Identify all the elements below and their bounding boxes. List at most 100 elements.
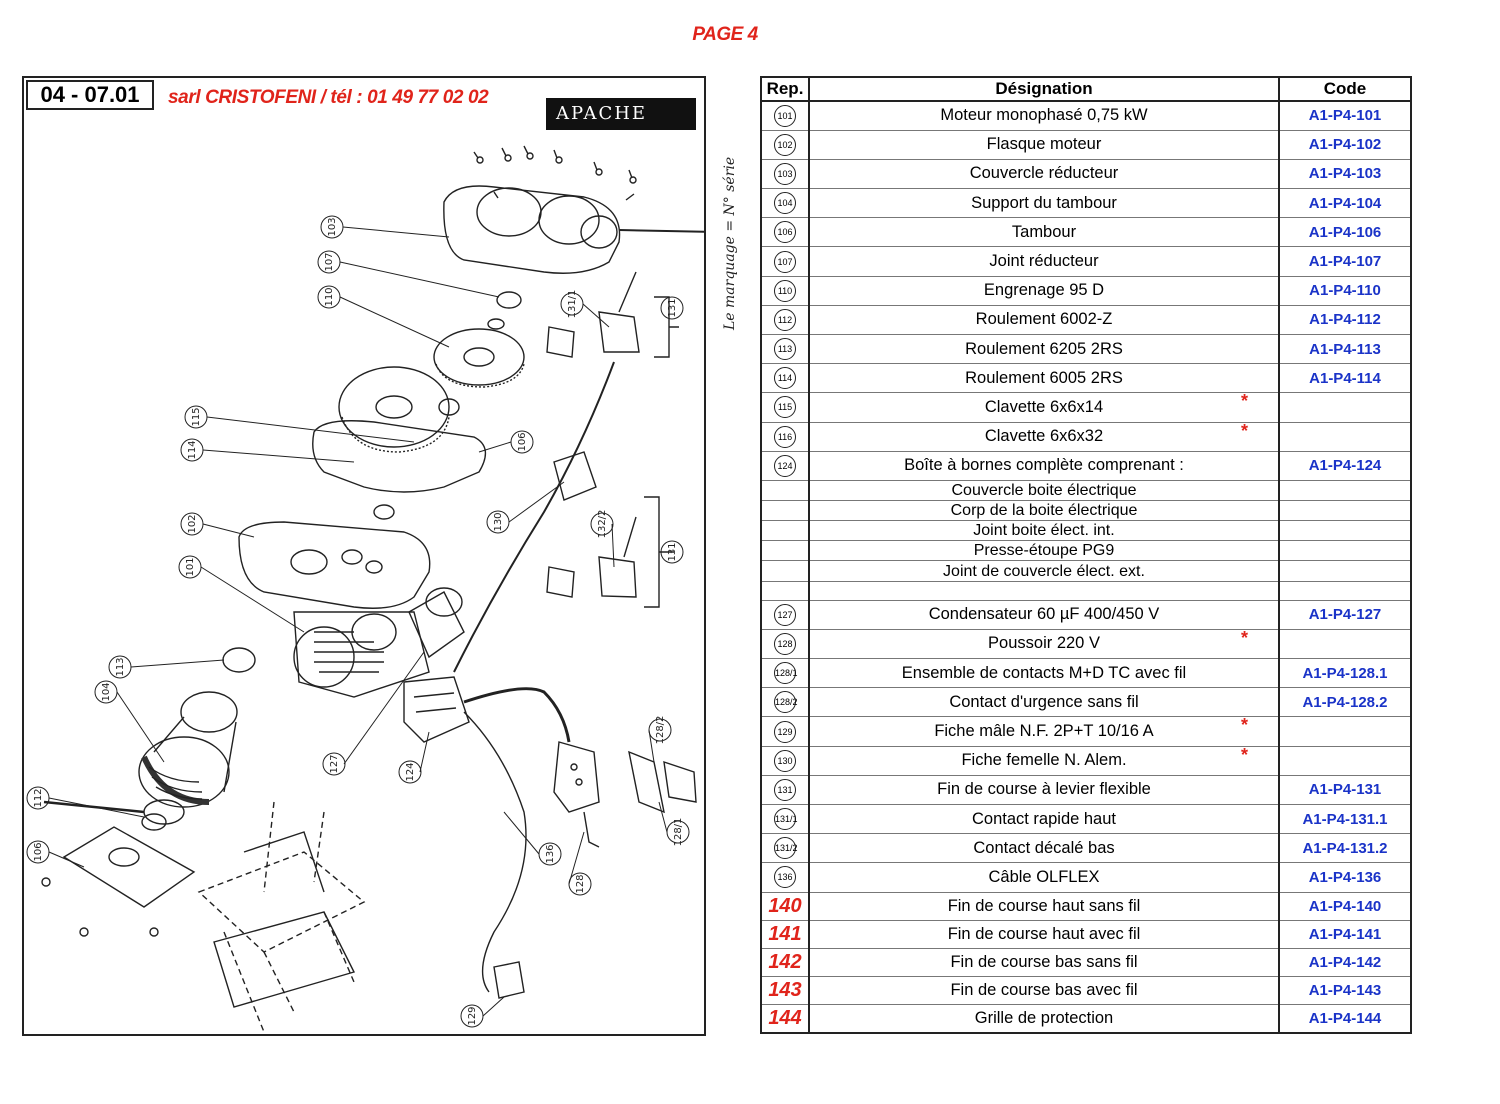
row-designation: Fin de course à levier flexible <box>809 775 1280 805</box>
row-rep: 127 <box>761 600 810 630</box>
row-designation <box>809 581 1280 601</box>
row-designation: Corp de la boite électrique <box>809 500 1280 521</box>
gear-110-drawing <box>433 328 525 388</box>
row-rep: 112 <box>761 305 810 335</box>
table-row: 114 Roulement 6005 2RS A1-P4-114 <box>761 363 1411 393</box>
row-designation: Fin de course bas sans fil <box>809 948 1280 977</box>
designation-text: Fin de course bas sans fil <box>950 952 1138 971</box>
contacts-drawing <box>628 750 697 814</box>
designation-text: Contact d'urgence sans fil <box>949 692 1139 711</box>
row-designation: Roulement 6005 2RS <box>809 363 1280 393</box>
row-code <box>1279 717 1411 746</box>
code-text: A1-P4-106 <box>1308 223 1382 241</box>
row-code: A1-P4-140 <box>1279 892 1411 920</box>
pendant-128-drawing <box>553 741 600 848</box>
designation-text: Couvercle boite électrique <box>951 482 1137 499</box>
flange-102-drawing <box>238 504 431 609</box>
row-rep: 131 <box>761 775 810 805</box>
row-code: A1-P4-143 <box>1279 977 1411 1005</box>
header-rep: Rep. <box>761 77 810 102</box>
table-header-row: Rep. Désignation Code <box>761 77 1411 102</box>
rep-number: 141 <box>768 922 802 945</box>
row-code <box>1279 581 1411 600</box>
row-designation: Joint boite élect. int. <box>809 520 1280 541</box>
designation-text: Poussoir 220 V <box>988 634 1100 653</box>
row-code <box>1279 480 1411 500</box>
row-designation: Support du tambour <box>809 188 1280 218</box>
row-rep: 116 <box>761 422 810 452</box>
table-row: Joint boite élect. int. <box>761 520 1411 541</box>
row-rep: 136 <box>761 862 810 893</box>
row-code: A1-P4-131.1 <box>1279 804 1411 833</box>
callout-129: 129 <box>467 1006 478 1025</box>
row-rep: 143 <box>761 976 810 1005</box>
row-rep: 142 <box>761 948 810 977</box>
grille-housing-drawing <box>213 831 356 1008</box>
rep-circle: 131/1 <box>774 808 798 831</box>
row-designation: Joint réducteur <box>809 246 1280 277</box>
row-rep: 140 <box>761 892 810 921</box>
row-designation: Fin de course bas avec fil <box>809 976 1280 1005</box>
row-code: A1-P4-113 <box>1279 335 1411 364</box>
rep-circle: 116 <box>774 425 796 448</box>
row-code <box>1279 422 1411 451</box>
row-code: A1-P4-101 <box>1279 101 1411 130</box>
row-rep <box>761 500 810 521</box>
row-rep: 128/2 <box>761 687 810 717</box>
asterisk-mark: * <box>1240 744 1248 765</box>
row-code: A1-P4-144 <box>1279 1005 1411 1033</box>
table-row: 115 Clavette 6x6x14 * <box>761 391 1411 423</box>
rep-circle: 113 <box>774 338 796 361</box>
cable-drawing <box>463 687 571 743</box>
reference-number: 04 - 07.01 <box>26 80 154 110</box>
callout-116: 115 <box>191 407 202 426</box>
row-code: A1-P4-102 <box>1279 130 1411 159</box>
row-designation: Roulement 6002-Z <box>809 305 1280 335</box>
exploded-diagram: 103 107 110 115 114 106 102 101 113 104 … <box>26 145 704 1033</box>
designation-text: Corp de la boite électrique <box>950 502 1138 520</box>
designation-text: Roulement 6002-Z <box>975 310 1113 329</box>
callout-128: 128 <box>575 874 586 893</box>
row-designation: Engrenage 95 D <box>809 276 1280 306</box>
code-text: A1-P4-140 <box>1308 897 1382 915</box>
code-text: A1-P4-124 <box>1308 457 1382 475</box>
row-rep: 115 <box>761 392 810 423</box>
row-code <box>1279 521 1411 541</box>
row-designation: Tambour <box>809 217 1280 247</box>
code-text: A1-P4-136 <box>1308 868 1382 886</box>
row-rep: 144 <box>761 1004 810 1033</box>
designation-text: Moteur monophasé 0,75 kW <box>940 106 1148 125</box>
row-code: A1-P4-127 <box>1279 600 1411 629</box>
designation-text: Fin de course à levier flexible <box>937 780 1151 799</box>
rep-circle: 130 <box>774 749 796 772</box>
row-code: A1-P4-124 <box>1279 451 1411 480</box>
code-text: A1-P4-114 <box>1309 369 1381 387</box>
callout-103: 103 <box>327 217 338 236</box>
designation-text: Contact décalé bas <box>973 838 1115 857</box>
row-rep: 102 <box>761 130 810 160</box>
designation-text: Clavette 6x6x14 <box>984 397 1104 416</box>
designation-text: Flasque moteur <box>986 135 1102 154</box>
row-code: A1-P4-106 <box>1279 218 1411 247</box>
rep-circle: 114 <box>774 367 796 390</box>
row-designation: Grille de protection <box>809 1004 1280 1033</box>
header-code: Code <box>1279 77 1411 102</box>
row-code: A1-P4-104 <box>1279 189 1411 218</box>
row-designation: Clavette 6x6x14 * <box>809 391 1280 423</box>
asterisk-mark: * <box>1240 391 1248 412</box>
row-code <box>1279 393 1411 422</box>
rep-circle: 103 <box>774 162 796 185</box>
code-text: A1-P4-107 <box>1308 253 1382 271</box>
row-designation: Câble OLFLEX <box>809 862 1280 893</box>
